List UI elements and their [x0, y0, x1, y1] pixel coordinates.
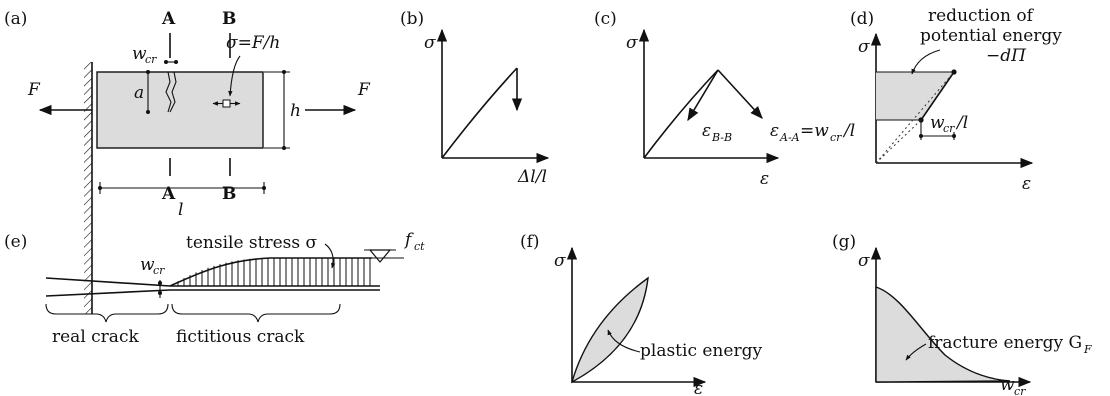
c-eps-bb: ε — [702, 121, 711, 141]
d-wcr-label: w — [930, 113, 945, 133]
height-label: h — [290, 101, 301, 121]
panel-c-tag: (c) — [594, 9, 617, 29]
d-note-line3: −dΠ — [986, 46, 1027, 66]
e-fictitious-crack-brace — [171, 303, 341, 323]
d-x-label: ε — [1022, 174, 1031, 194]
c-eps-aa-eq: =w — [800, 121, 829, 141]
g-area-sub: F — [1083, 343, 1092, 356]
d-energy-area — [876, 72, 954, 120]
panel-a-tag: (a) — [4, 9, 27, 29]
e-fct-marker — [368, 249, 392, 263]
e-wcr-label: w — [140, 255, 155, 275]
c-eps-bb-sub: B-B — [711, 131, 732, 144]
e-stress-hatch — [177, 258, 371, 286]
force-right-label: F — [357, 80, 371, 100]
c-eps-aa-sub2: cr — [830, 131, 842, 144]
length-label: l — [178, 200, 183, 220]
d-note-line2: potential energy — [920, 26, 1062, 46]
crack-width-label: w — [132, 44, 147, 64]
stress-equation: σ=F/h — [226, 33, 280, 53]
g-x-label: w — [1000, 375, 1015, 395]
f-hysteresis-loop — [570, 276, 649, 384]
section-b-bottom-label: B — [222, 184, 236, 204]
b-curve-loading — [441, 67, 518, 159]
panel-d-tag: (d) — [850, 9, 874, 29]
panel-g-tag: (g) — [832, 232, 856, 252]
panel-a: (a) A B A B w cr a σ=F/h — [4, 9, 371, 314]
e-fct-sub: ct — [414, 240, 425, 253]
f-y-label: σ — [554, 251, 566, 271]
g-x-sub: cr — [1014, 385, 1026, 396]
notch-depth-label: a — [134, 83, 144, 103]
d-note-line1: reduction of — [928, 6, 1035, 26]
d-dotted-line-2 — [875, 119, 922, 164]
d-unload-line — [920, 71, 955, 121]
panel-e-tag: (e) — [4, 232, 27, 252]
e-stress-label: tensile stress σ — [186, 233, 317, 253]
panel-e: (e) f ct tensile stress σ w cr real crac… — [4, 230, 425, 347]
crack-line — [165, 71, 172, 113]
f-area-pointer — [607, 329, 641, 353]
fixed-support — [84, 62, 92, 314]
c-unload-aa — [717, 69, 763, 119]
panel-b-tag: (b) — [400, 9, 424, 29]
section-a-bottom-label: A — [161, 184, 176, 204]
c-eps-aa-sub: A-A — [779, 131, 800, 144]
specimen-body — [96, 71, 264, 149]
c-unload-bb — [687, 69, 719, 122]
panel-f: (f) σ ε plastic energy — [520, 232, 762, 396]
d-y-label: σ — [858, 37, 870, 57]
b-y-label: σ — [424, 33, 436, 53]
e-wcr-sub: cr — [153, 264, 165, 277]
panel-f-tag: (f) — [520, 232, 540, 252]
c-curve-loading — [643, 69, 719, 159]
e-fct-label: f — [403, 230, 414, 250]
e-stress-curve — [169, 257, 372, 287]
e-real-crack-brace — [45, 303, 169, 323]
section-b-top-label: B — [222, 9, 236, 29]
d-wcr-sub: cr — [943, 122, 955, 135]
g-y-label: σ — [858, 251, 870, 271]
section-a-top-label: A — [161, 9, 176, 29]
d-note-pointer — [911, 49, 941, 75]
e-real-crack-label: real crack — [52, 327, 139, 347]
e-crack-face-top — [45, 277, 171, 287]
panel-d: (d) σ ε w cr /l reduction of potential e… — [850, 6, 1062, 194]
b-x-label: Δl/l — [517, 167, 547, 187]
panel-g: (g) σ w cr fracture energy G F — [832, 232, 1092, 396]
e-fictitious-crack-label: fictitious crack — [176, 327, 305, 347]
stress-element — [222, 99, 231, 108]
g-area-label: fracture energy G — [928, 333, 1082, 353]
panel-c: (c) σ ε ε B-B ε A-A =w cr /l — [594, 9, 855, 189]
c-x-label: ε — [760, 169, 769, 189]
f-area-label: plastic energy — [640, 341, 762, 361]
panel-b: (b) σ Δl/l — [400, 9, 550, 187]
e-crack-face-bottom — [45, 289, 171, 297]
c-eps-aa: ε — [770, 121, 779, 141]
force-left-label: F — [27, 80, 41, 100]
g-area-pointer — [905, 343, 927, 361]
crack-width-sub: cr — [145, 53, 157, 66]
f-x-label: ε — [694, 379, 703, 396]
e-stress-pointer — [324, 243, 336, 269]
c-eps-aa-tail: /l — [842, 121, 855, 141]
stress-pointer — [228, 55, 241, 97]
c-y-label: σ — [626, 33, 638, 53]
d-wcr-tail: /l — [955, 113, 968, 133]
